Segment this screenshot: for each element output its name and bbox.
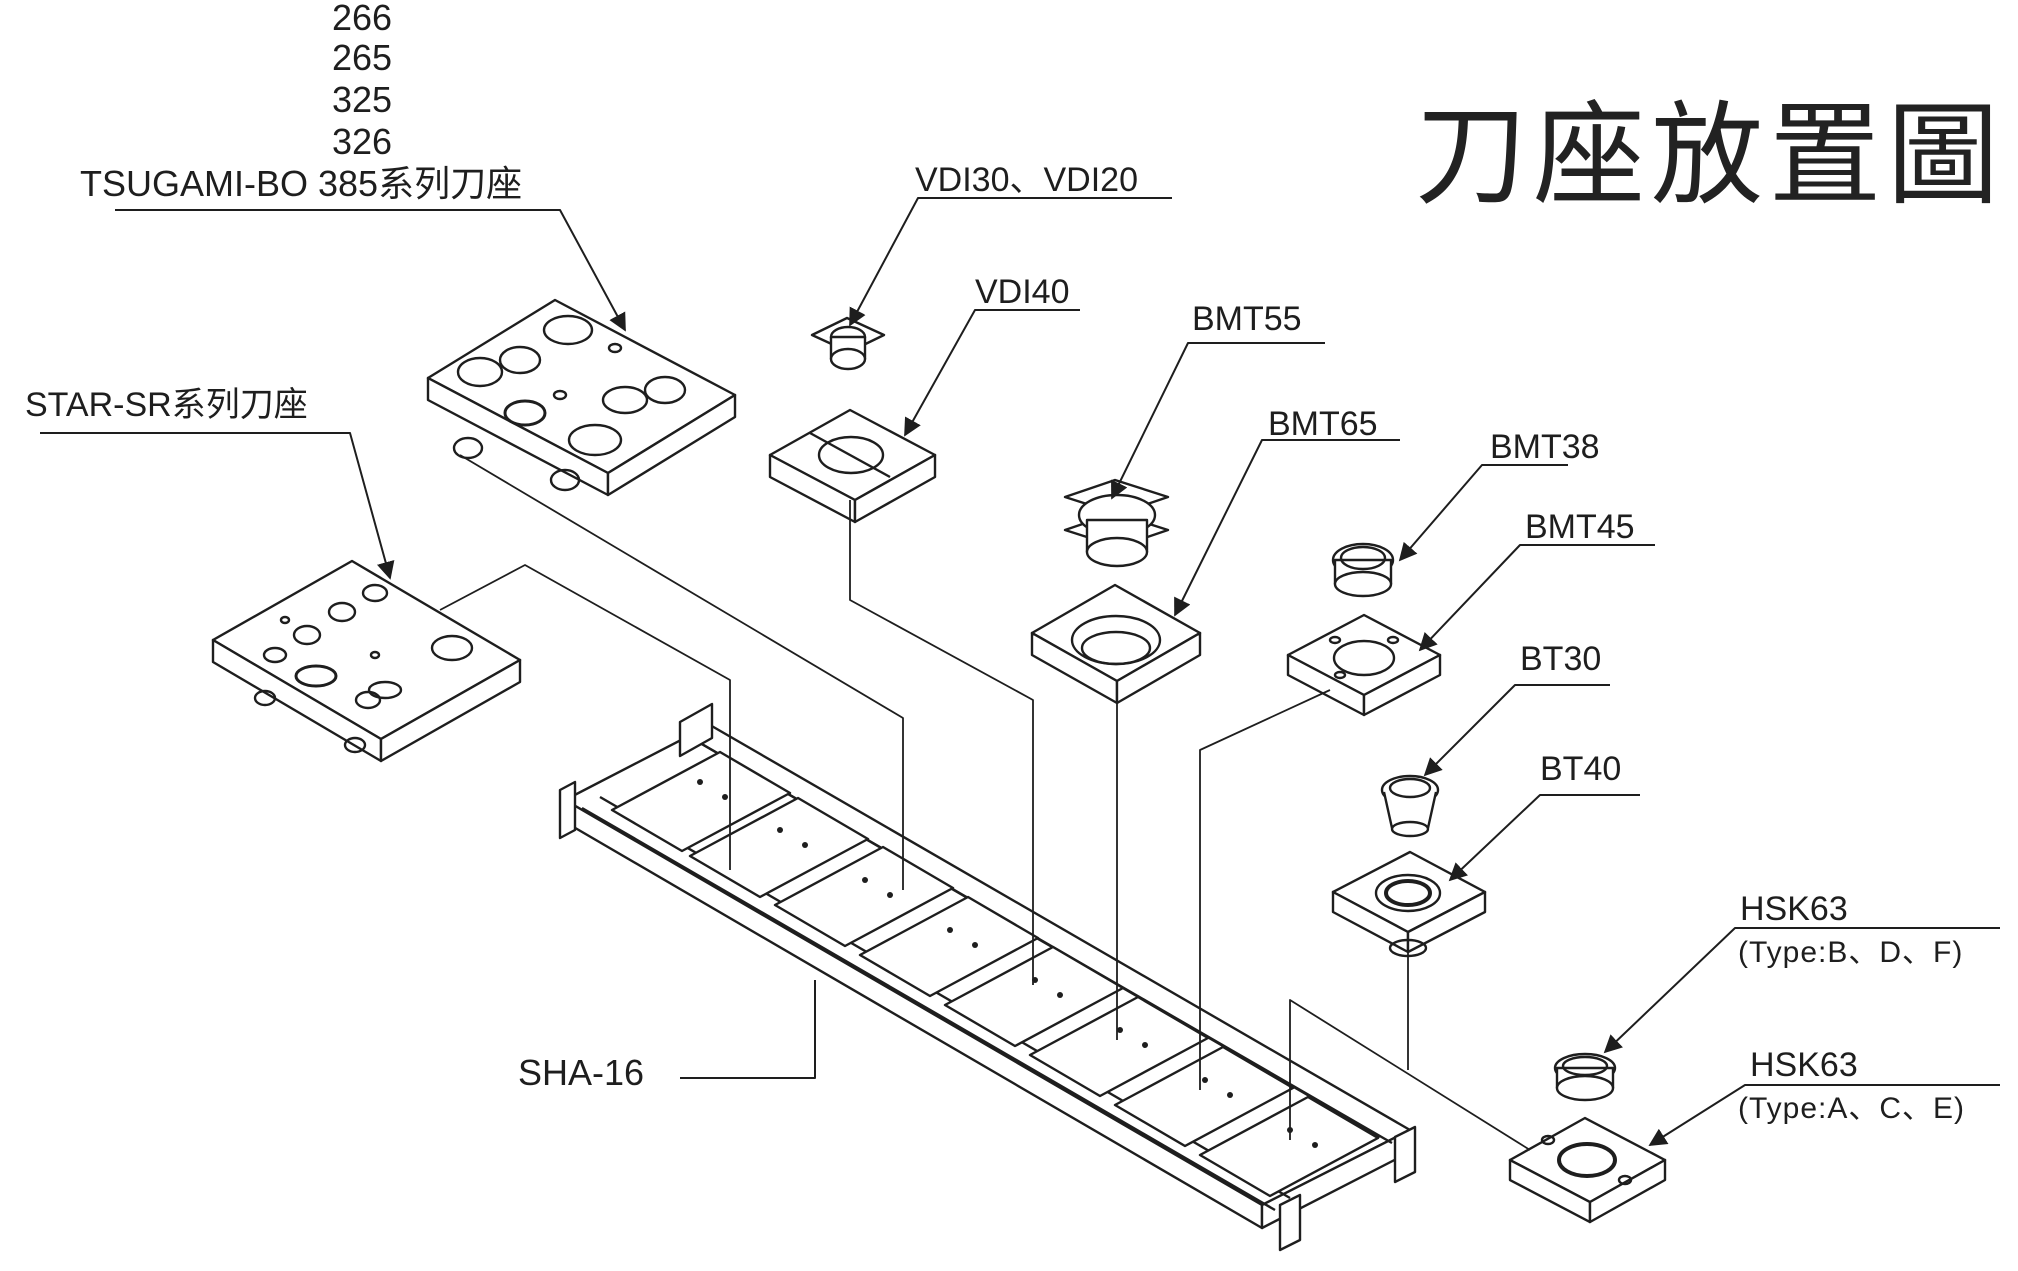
vdi30-holder bbox=[810, 316, 886, 371]
tsugami-holder bbox=[426, 298, 737, 497]
label-hsk63-ace: HSK63 bbox=[1750, 1046, 1858, 1084]
bmt38-holder bbox=[1331, 542, 1395, 598]
bt30-holder bbox=[1380, 774, 1440, 838]
hsk63-cap bbox=[1553, 1052, 1617, 1102]
bmt45-holder bbox=[1286, 613, 1442, 717]
tsugami-model-265: 265 bbox=[332, 37, 393, 78]
label-hsk63-ace-type: (Type:A、C、E) bbox=[1738, 1092, 1966, 1125]
connector-lines bbox=[439, 454, 1531, 1151]
star-holder bbox=[211, 559, 522, 763]
bmt65-holder bbox=[1030, 583, 1202, 705]
sha16-rail bbox=[558, 702, 1417, 1252]
page-title: 刀座放置圖 bbox=[1415, 91, 2005, 221]
bt40-holder bbox=[1331, 850, 1487, 958]
tsugami-model-266: 266 bbox=[332, 0, 393, 38]
label-tsugami: TSUGAMI-BO 385系列刀座 bbox=[80, 163, 523, 204]
label-bmt45: BMT45 bbox=[1525, 508, 1635, 546]
leader-lines bbox=[40, 197, 2000, 1146]
label-vdi40: VDI40 bbox=[975, 273, 1070, 311]
label-star: STAR-SR系列刀座 bbox=[25, 386, 308, 424]
label-bt30: BT30 bbox=[1520, 640, 1602, 678]
bmt55-holder bbox=[1063, 478, 1170, 568]
label-hsk63-bdf-type: (Type:B、D、F) bbox=[1738, 936, 1964, 969]
label-bmt65: BMT65 bbox=[1268, 405, 1378, 443]
label-hsk63-bdf: HSK63 bbox=[1740, 890, 1848, 928]
label-vdi30-vdi20: VDI30、VDI20 bbox=[915, 161, 1138, 199]
vdi40-holder bbox=[768, 408, 937, 524]
tsugami-model-326: 326 bbox=[332, 121, 393, 162]
label-bmt38: BMT38 bbox=[1490, 428, 1600, 466]
hsk63-base bbox=[1508, 1116, 1667, 1224]
label-sha16: SHA-16 bbox=[518, 1052, 645, 1093]
tsugami-model-325: 325 bbox=[332, 79, 393, 120]
label-bt40: BT40 bbox=[1540, 750, 1622, 788]
label-bmt55: BMT55 bbox=[1192, 300, 1302, 338]
